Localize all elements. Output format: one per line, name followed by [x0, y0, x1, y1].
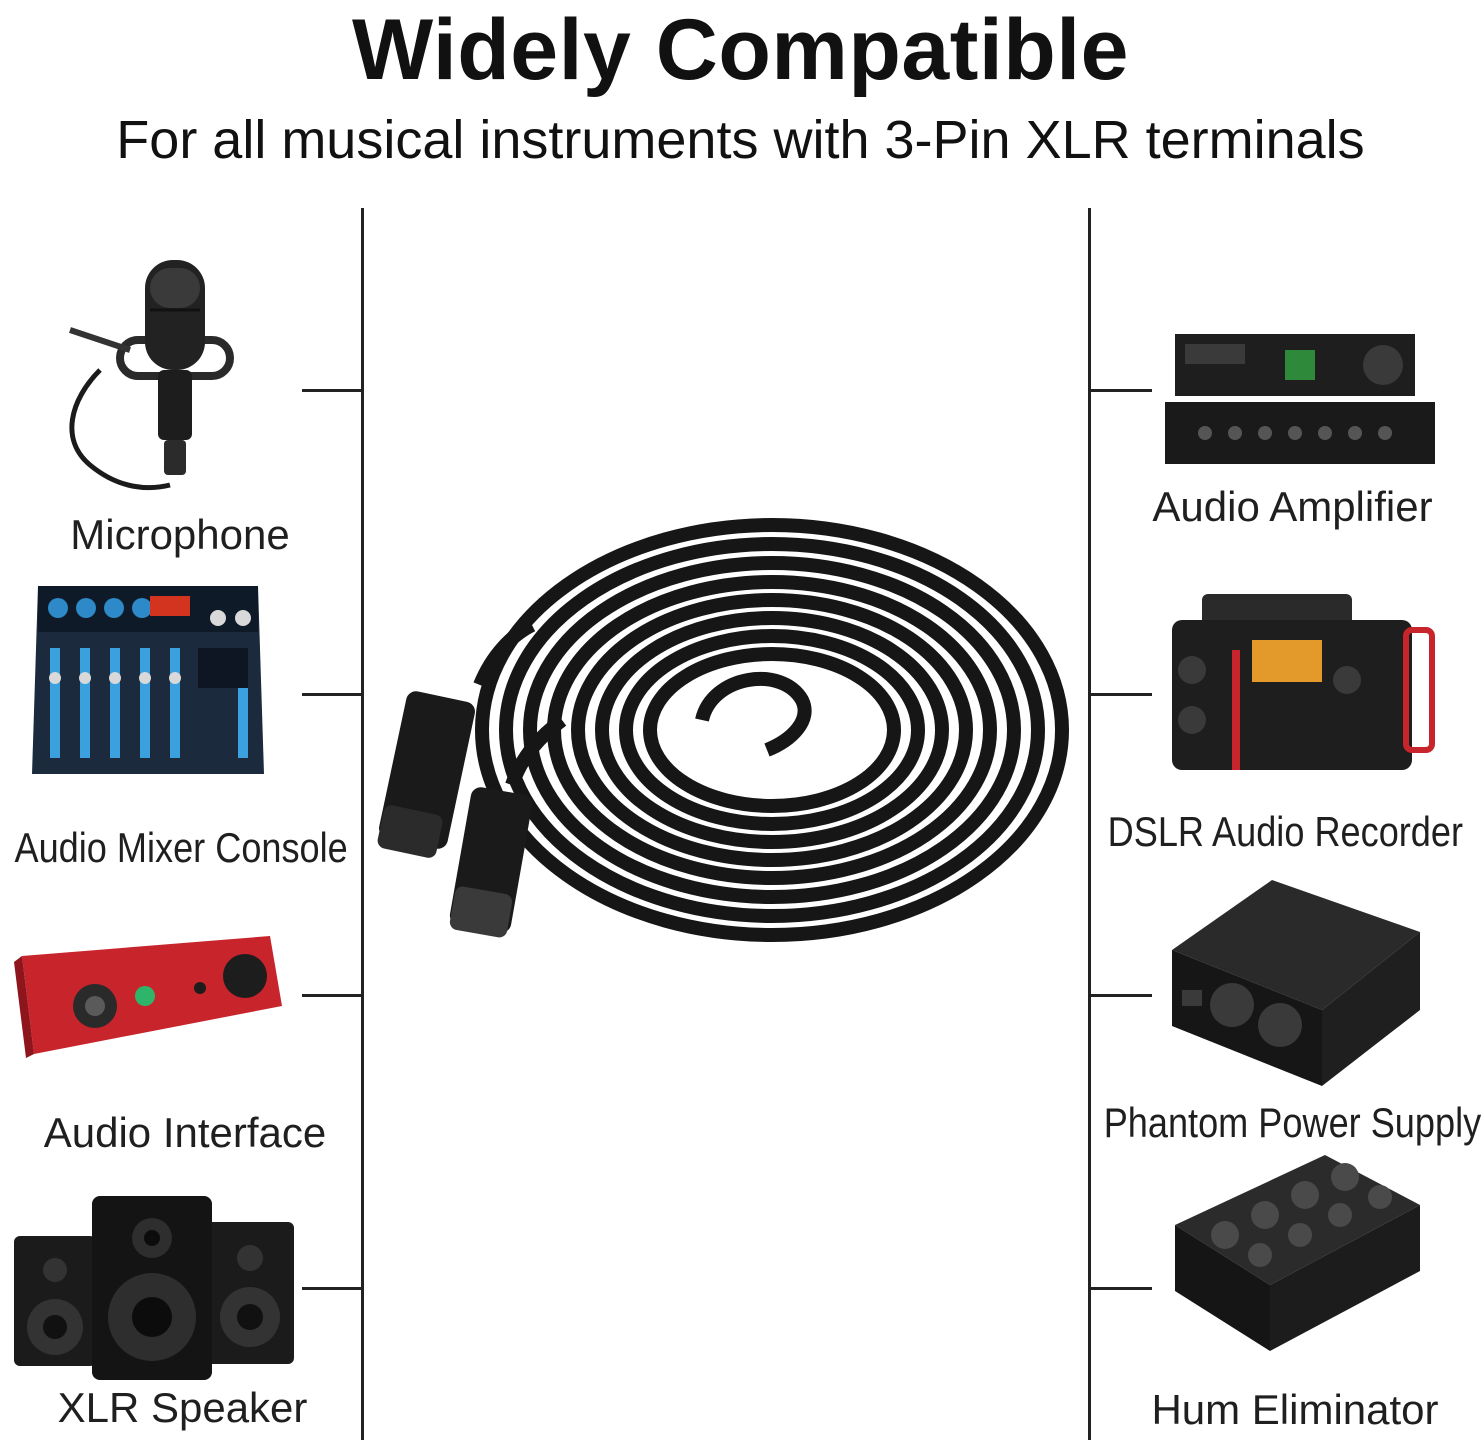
device-label-recorder: DSLR Audio Recorder — [1107, 808, 1464, 855]
speaker-icon — [10, 1192, 300, 1382]
mixer-console-icon — [28, 578, 268, 780]
device-label-speaker: XLR Speaker — [57, 1384, 308, 1431]
right-tick-3 — [1090, 994, 1152, 997]
left-tick-3 — [302, 994, 362, 997]
device-label-microphone: Microphone — [70, 511, 290, 558]
left-tick-4 — [302, 1287, 362, 1290]
right-tick-2 — [1090, 693, 1152, 696]
device-label-mixer: Audio Mixer Console — [14, 824, 348, 871]
microphone-icon — [60, 250, 250, 500]
right-tick-1 — [1090, 389, 1152, 392]
device-label-phantom-power: Phantom Power Supply — [1103, 1099, 1481, 1146]
right-divider — [1088, 208, 1091, 1440]
amplifier-icon — [1165, 330, 1445, 470]
left-divider — [361, 208, 364, 1440]
recorder-icon — [1162, 590, 1437, 775]
device-label-interface: Audio Interface — [43, 1109, 327, 1156]
left-tick-1 — [302, 389, 362, 392]
hum-eliminator-icon — [1165, 1155, 1430, 1355]
phantom-power-icon — [1162, 880, 1427, 1090]
xlr-cable-coil-icon — [372, 505, 1082, 955]
left-tick-2 — [302, 693, 362, 696]
device-label-amplifier: Audio Amplifier — [1152, 483, 1433, 530]
page-subtitle: For all musical instruments with 3-Pin X… — [116, 110, 1365, 170]
device-label-hum-eliminator: Hum Eliminator — [1151, 1386, 1439, 1433]
audio-interface-icon — [10, 936, 290, 1061]
page-title: Widely Compatible — [351, 2, 1130, 98]
right-tick-4 — [1090, 1287, 1152, 1290]
